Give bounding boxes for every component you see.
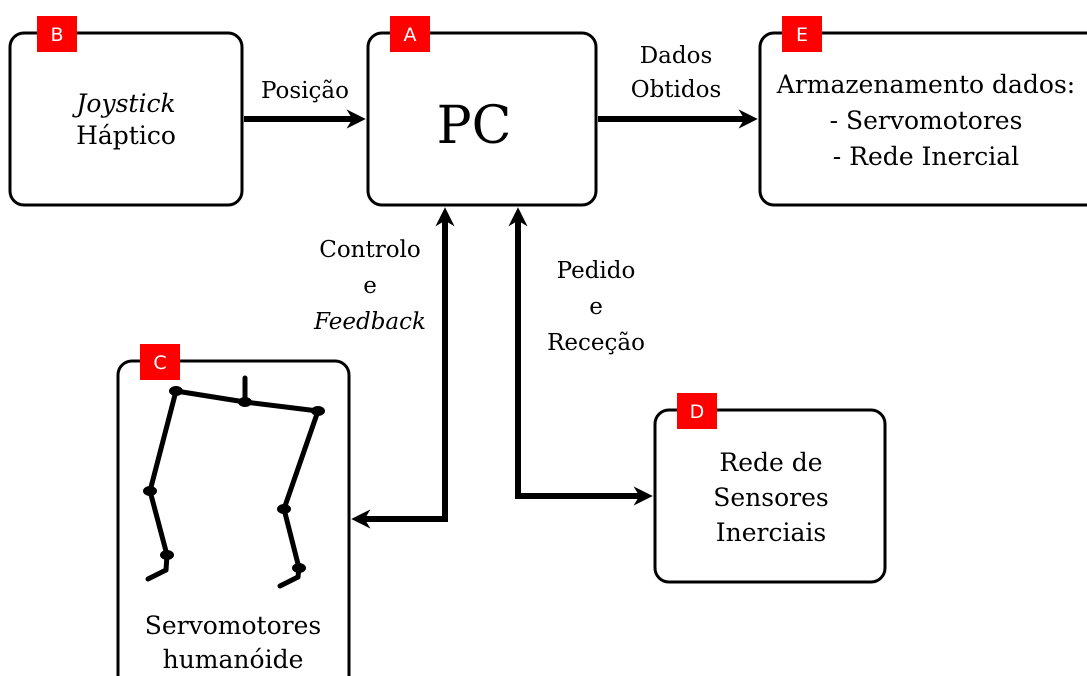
storage-line1: Armazenamento dados:: [776, 70, 1075, 99]
servos-box: C Servomotores humanóide: [116, 344, 351, 676]
badge-e: [782, 16, 822, 52]
sensors-line1: Rede de: [719, 448, 822, 477]
storage-line3: - Rede Inercial: [833, 142, 1019, 171]
badge-a-label: A: [404, 24, 417, 46]
badge-b-label: B: [50, 24, 63, 46]
joystick-box: B Joystick Háptico: [8, 16, 244, 207]
sensors-line3: Inerciais: [716, 518, 826, 547]
badge-d: [677, 393, 717, 429]
position-label: Posição: [261, 78, 349, 104]
joint-icons: [143, 386, 325, 573]
badge-e-label: E: [796, 24, 808, 46]
pc-title: PC: [437, 96, 512, 156]
storage-box: E Armazenamento dados: - Servomotores - …: [758, 16, 1087, 207]
request-line1: Pedido: [557, 258, 636, 284]
joystick-line1: Joystick: [71, 89, 175, 118]
control-line2: e: [363, 273, 377, 299]
badge-c-label: C: [153, 352, 166, 374]
control-line1: Controlo: [319, 237, 421, 263]
control-feedback-arrow: [351, 207, 455, 529]
servos-line1: Servomotores: [145, 611, 321, 640]
request-line3: Receção: [547, 330, 645, 356]
data-obtained-line1: Dados: [640, 43, 713, 69]
pc-box: A PC: [366, 16, 598, 207]
storage-line2: - Servomotores: [830, 106, 1023, 135]
badge-d-label: D: [690, 401, 705, 423]
sensors-line2: Sensores: [713, 483, 828, 512]
sensors-box: D Rede de Sensores Inerciais: [653, 393, 887, 584]
badge-a: [390, 16, 430, 52]
data-obtained-line2: Obtidos: [631, 77, 722, 103]
joystick-line2: Háptico: [76, 121, 176, 150]
control-line3: Feedback: [313, 309, 426, 335]
servos-line2: humanóide: [163, 645, 304, 674]
badge-b: [37, 16, 77, 52]
badge-c: [140, 344, 180, 380]
request-reception-arrow: [508, 207, 653, 506]
request-line2: e: [589, 294, 603, 320]
